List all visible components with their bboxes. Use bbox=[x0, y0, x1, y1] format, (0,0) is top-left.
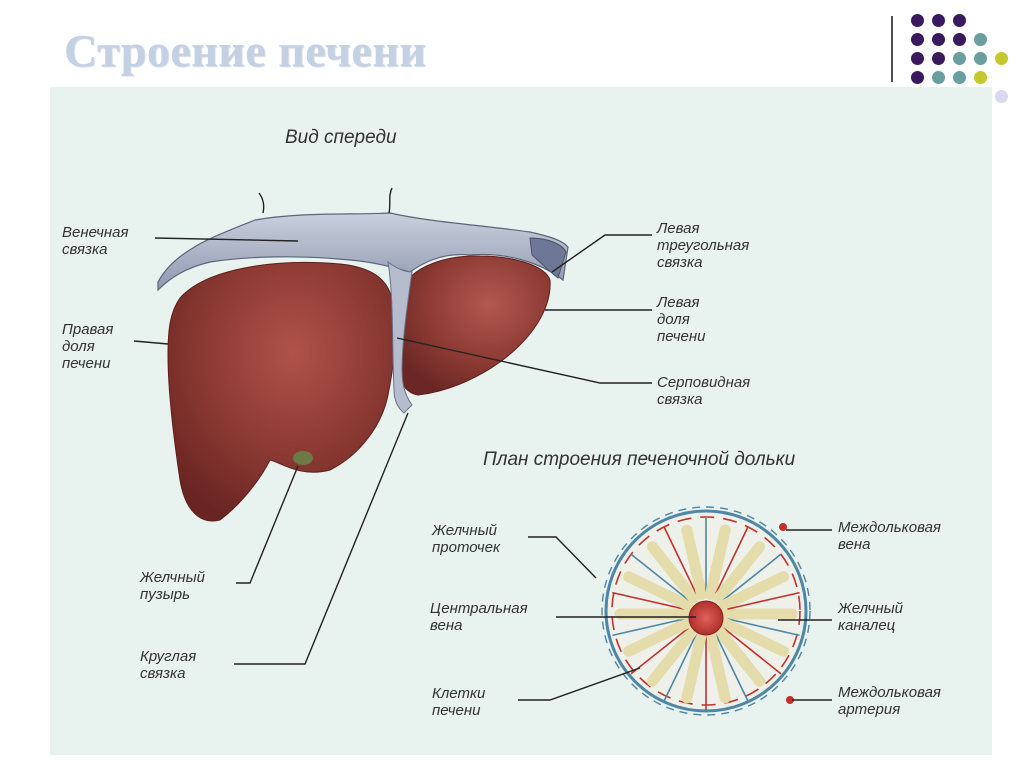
liver-cell-cord bbox=[646, 541, 700, 604]
right-lobe-shape bbox=[167, 262, 396, 522]
liver-cell-cord bbox=[718, 571, 789, 611]
sinusoid-blue bbox=[630, 553, 690, 601]
liver-cell-cord bbox=[623, 571, 694, 611]
sinusoid-red bbox=[612, 591, 685, 610]
sinusoid-red bbox=[727, 591, 800, 610]
sinusoid-red bbox=[663, 527, 698, 595]
sinusoid-blue bbox=[722, 553, 782, 601]
sinusoid-blue bbox=[714, 633, 749, 701]
liver-lobule-illustration bbox=[601, 506, 811, 716]
lobule-plan-title: План строения печеночной дольки bbox=[483, 449, 796, 470]
falciform-ligament-shape bbox=[387, 260, 413, 414]
coronary-ligament-tip-right bbox=[388, 187, 393, 214]
sinusoid-blue bbox=[663, 633, 698, 701]
liver-cell-cord bbox=[681, 627, 708, 704]
decorative-dot bbox=[932, 71, 945, 84]
decorative-dot bbox=[995, 90, 1008, 103]
decorative-dot bbox=[932, 33, 945, 46]
slide-title: Строение печени bbox=[64, 25, 427, 76]
liver-cell-cord bbox=[712, 541, 766, 604]
sinusoid-red bbox=[714, 527, 749, 595]
front-view-title: Вид спереди bbox=[285, 127, 397, 148]
liver-cell-cord bbox=[718, 617, 789, 657]
decorative-dot bbox=[911, 33, 924, 46]
left-lobe-shape bbox=[397, 255, 551, 396]
sinusoid-blue bbox=[612, 618, 685, 637]
lobule-cell-cords bbox=[612, 518, 800, 710]
liver-cell-cord bbox=[704, 524, 731, 601]
decorative-dot bbox=[911, 52, 924, 65]
decorative-dot bbox=[974, 33, 987, 46]
decorative-dot bbox=[974, 71, 987, 84]
decorative-dot bbox=[953, 71, 966, 84]
coronary-ligament-tip-left bbox=[258, 192, 265, 214]
liver-cell-cord bbox=[623, 617, 694, 657]
liver-cell-cord bbox=[646, 624, 700, 687]
sinusoid-red bbox=[722, 627, 782, 675]
decorative-dot bbox=[932, 14, 945, 27]
liver-cell-cord bbox=[681, 524, 708, 601]
sinusoid-red bbox=[630, 627, 690, 675]
decorative-dot bbox=[953, 14, 966, 27]
sinusoid-blue bbox=[727, 618, 800, 637]
decorative-dot bbox=[932, 52, 945, 65]
liver-cell-cord bbox=[712, 624, 766, 687]
gallbladder-shape bbox=[293, 451, 313, 465]
decorative-dot bbox=[974, 52, 987, 65]
decorative-dot bbox=[911, 71, 924, 84]
decorative-dot bbox=[953, 52, 966, 65]
liver-cell-cord bbox=[704, 627, 731, 704]
decorative-dot bbox=[953, 33, 966, 46]
decorative-dot bbox=[995, 52, 1008, 65]
liver-illustration bbox=[157, 187, 569, 522]
decorative-divider bbox=[891, 16, 893, 82]
decorative-dot bbox=[911, 14, 924, 27]
